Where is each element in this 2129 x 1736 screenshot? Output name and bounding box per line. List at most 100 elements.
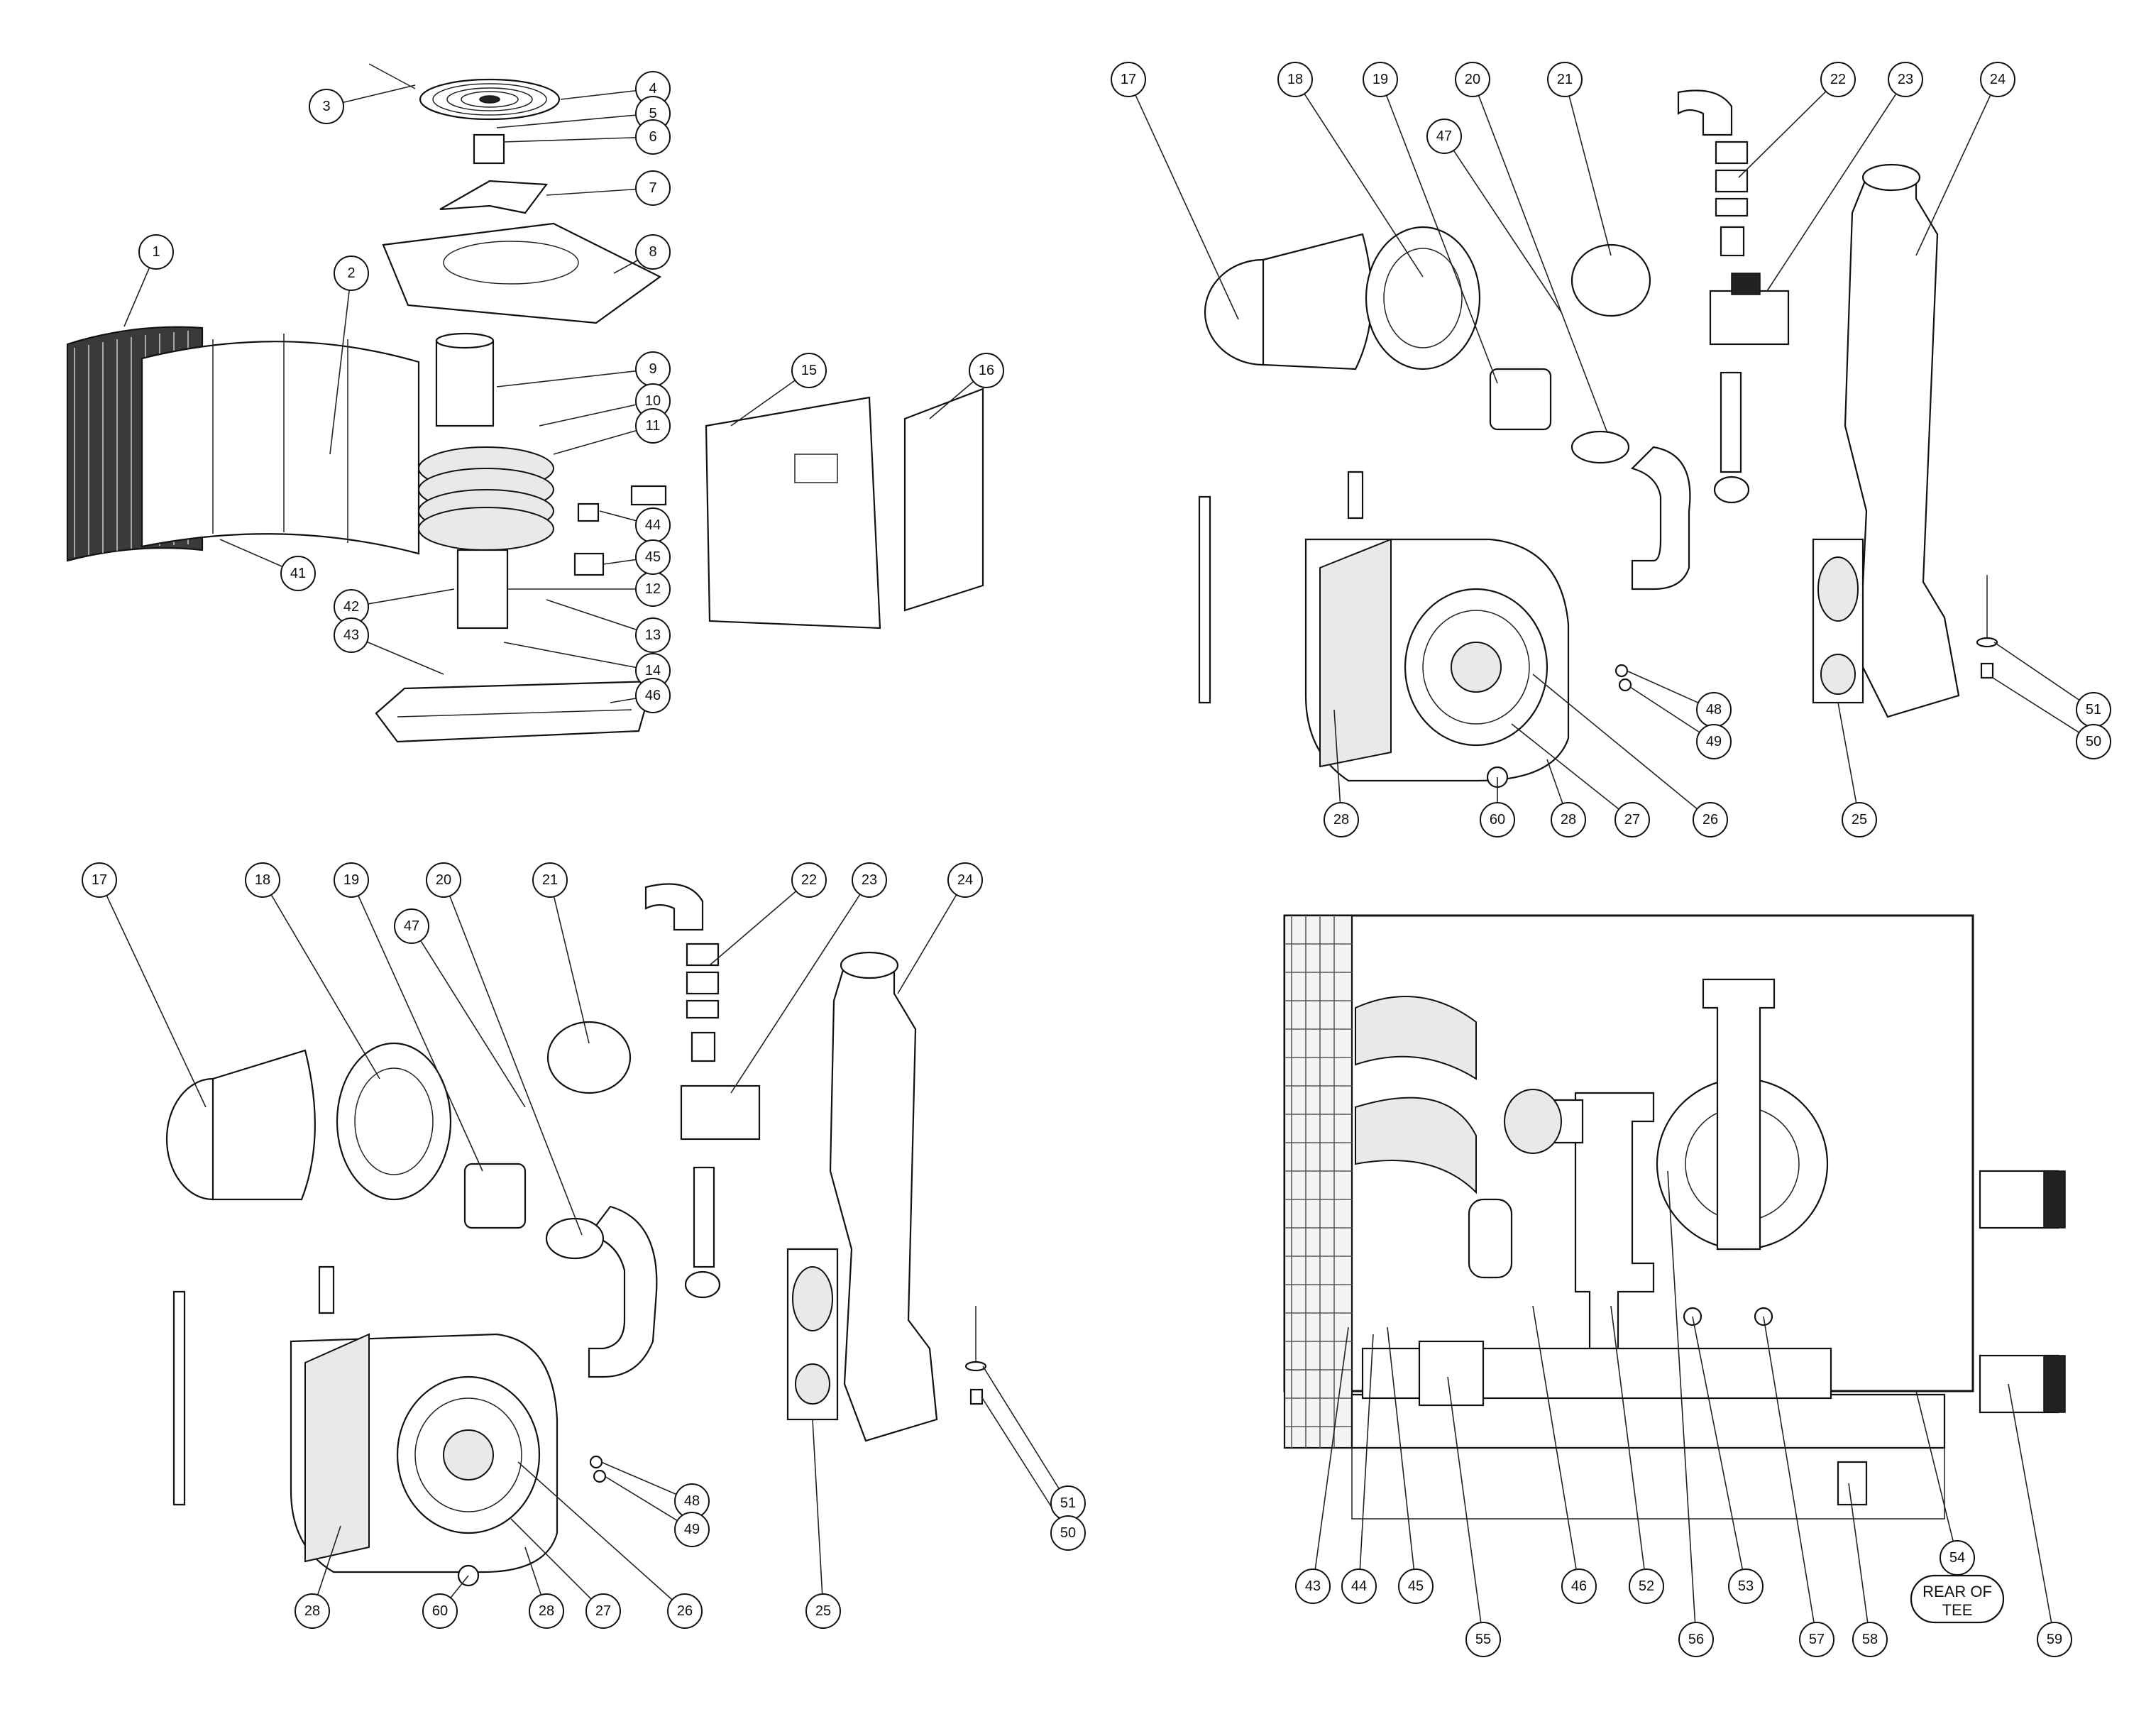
rear-of-tee-note: REAR OF TEE bbox=[1910, 1574, 2005, 1624]
callout-circle bbox=[1888, 62, 1923, 97]
fan-motor bbox=[473, 133, 505, 165]
callout-number: 18 bbox=[1287, 72, 1303, 87]
assembled-view-panel bbox=[1283, 914, 2066, 1520]
leader-line-28 bbox=[317, 1525, 341, 1595]
callout-51: 51 bbox=[2076, 692, 2111, 727]
callout-circle bbox=[947, 862, 983, 898]
callout-circle bbox=[1398, 1569, 1434, 1604]
callout-44: 44 bbox=[635, 507, 671, 543]
side-cover bbox=[903, 388, 984, 612]
leader-line-48 bbox=[600, 1461, 677, 1495]
callout-number: 7 bbox=[649, 180, 656, 196]
callout-circle bbox=[1341, 1569, 1377, 1604]
callout-28: 28 bbox=[1324, 802, 1359, 837]
leader-line-7 bbox=[546, 188, 637, 196]
callout-circle bbox=[969, 353, 1004, 388]
callout-number: 17 bbox=[92, 872, 107, 888]
callout-46: 46 bbox=[635, 678, 671, 713]
callout-circle bbox=[1111, 62, 1146, 97]
leader-line-25 bbox=[812, 1419, 823, 1595]
callout-circle bbox=[309, 89, 344, 124]
callout-22: 22 bbox=[1820, 62, 1856, 97]
callout-circle bbox=[635, 234, 671, 270]
note-line-1: REAR OF bbox=[1922, 1583, 1992, 1600]
callout-number: 14 bbox=[645, 663, 661, 679]
leader-line-46 bbox=[610, 698, 637, 703]
callout-number: 27 bbox=[1624, 812, 1640, 828]
callout-number: 21 bbox=[542, 872, 558, 888]
leader-line-57 bbox=[1763, 1316, 1815, 1623]
fan-blade bbox=[439, 180, 549, 214]
callout-number: 1 bbox=[152, 244, 160, 260]
callout-number: 5 bbox=[649, 106, 656, 121]
pressure-switch bbox=[577, 502, 600, 522]
callout-circle bbox=[635, 170, 671, 206]
leader-line-18 bbox=[1304, 93, 1424, 278]
callout-51: 51 bbox=[1050, 1485, 1086, 1521]
callout-number: 25 bbox=[815, 1603, 831, 1619]
callout-43: 43 bbox=[334, 617, 369, 653]
mesh-screen-column bbox=[1283, 914, 1353, 1449]
leader-line-28 bbox=[1333, 709, 1341, 803]
leader-line-13 bbox=[546, 599, 637, 631]
callout-28: 28 bbox=[295, 1593, 330, 1629]
callout-49: 49 bbox=[674, 1512, 710, 1547]
leader-line-43 bbox=[366, 641, 444, 675]
callout-circle bbox=[667, 1593, 703, 1629]
callout-18: 18 bbox=[1277, 62, 1313, 97]
callout-number: 12 bbox=[645, 581, 661, 597]
mounting-bracket-2 bbox=[172, 1290, 186, 1506]
callout-49: 49 bbox=[1696, 724, 1732, 759]
callout-21: 21 bbox=[532, 862, 568, 898]
callout-number: 45 bbox=[645, 549, 661, 565]
leader-line-58 bbox=[1848, 1483, 1869, 1623]
callout-28: 28 bbox=[1551, 802, 1586, 837]
leader-line-44 bbox=[599, 510, 637, 522]
callout-2: 2 bbox=[334, 256, 369, 291]
callout-60: 60 bbox=[422, 1593, 458, 1629]
callout-48: 48 bbox=[1696, 692, 1732, 727]
callout-number: 11 bbox=[646, 418, 661, 434]
callout-16: 16 bbox=[969, 353, 1004, 388]
callout-circle bbox=[394, 908, 429, 944]
callout-54: 54 bbox=[1940, 1540, 1975, 1576]
blower-gasket-2 bbox=[463, 1163, 527, 1229]
callout-circle bbox=[1693, 802, 1728, 837]
leader-line-16 bbox=[929, 380, 974, 419]
callout-27: 27 bbox=[585, 1593, 621, 1629]
callout-number: 10 bbox=[645, 393, 661, 409]
callout-9: 9 bbox=[635, 351, 671, 387]
callout-circle bbox=[82, 862, 117, 898]
mounting-bracket bbox=[1198, 495, 1211, 704]
leader-line-8 bbox=[613, 259, 639, 274]
inline-filter bbox=[1468, 1198, 1513, 1279]
leader-line-17 bbox=[1135, 94, 1239, 320]
leader-line-41 bbox=[219, 539, 283, 568]
flue-coupling-2 bbox=[546, 1021, 632, 1094]
combustion-bottom-panel bbox=[165, 883, 987, 1587]
callout-circle bbox=[532, 862, 568, 898]
callout-50: 50 bbox=[2076, 724, 2111, 759]
callout-24: 24 bbox=[947, 862, 983, 898]
burner-assembly-2 bbox=[829, 964, 938, 1442]
leader-line-52 bbox=[1610, 1305, 1645, 1570]
leader-line-56 bbox=[1667, 1170, 1696, 1623]
leader-line-23 bbox=[1766, 93, 1897, 292]
leader-line-2 bbox=[329, 290, 350, 455]
callout-60: 60 bbox=[1480, 802, 1515, 837]
leader-line-43 bbox=[1314, 1326, 1349, 1570]
callout-circle bbox=[1980, 62, 2015, 97]
callout-number: 46 bbox=[645, 688, 661, 703]
callout-number: 52 bbox=[1639, 1578, 1654, 1594]
leader-line-51 bbox=[982, 1366, 1060, 1490]
leader-line-15 bbox=[730, 380, 796, 427]
exchanger-tubes bbox=[1355, 996, 1477, 1080]
callout-number: 60 bbox=[1490, 812, 1505, 828]
callout-circle bbox=[245, 862, 280, 898]
callout-59: 59 bbox=[2037, 1622, 2072, 1657]
callout-number: 15 bbox=[801, 363, 817, 378]
leader-line-48 bbox=[1626, 670, 1699, 703]
callout-53: 53 bbox=[1728, 1569, 1764, 1604]
